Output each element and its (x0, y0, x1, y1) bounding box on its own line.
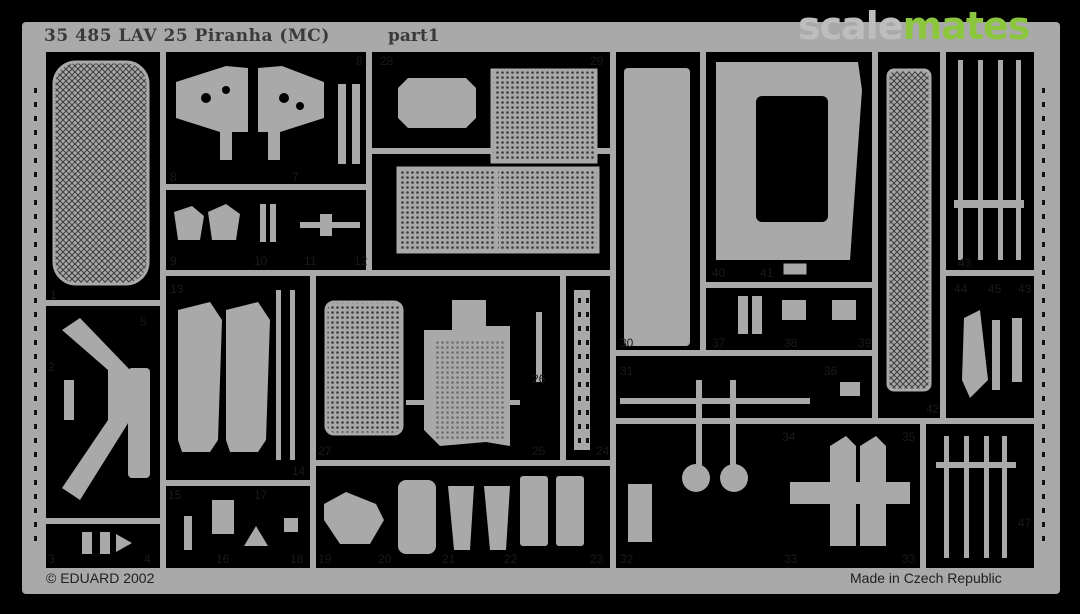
parts-15-18 (184, 500, 298, 550)
part-number-label: 36 (824, 364, 838, 378)
fret-title: 35 485 LAV 25 Piranha (MC) (44, 26, 330, 46)
part-number-label: 45 (988, 282, 1002, 296)
part-1-mesh-panel (52, 60, 150, 286)
part-number-label: 1 (50, 288, 57, 302)
part-number-label: 28 (380, 54, 394, 68)
parts-37-39 (738, 296, 860, 396)
part-number-label: 17 (254, 488, 268, 502)
part-number-label: 32 (620, 552, 634, 566)
part-number-label: 13 (170, 282, 184, 296)
part-number-label: 11 (304, 254, 317, 268)
scalemates-watermark: scalemates (798, 4, 1030, 48)
part-number-label: 7 (292, 170, 299, 184)
part-8-7-plates (176, 66, 360, 164)
part-number-label: 14 (292, 464, 306, 478)
part-number-label: 39 (858, 336, 872, 350)
parts-19-23 (324, 476, 584, 554)
part-number-label: 43 (1018, 282, 1032, 296)
part-number-label: 35 (902, 430, 916, 444)
part-number-label: 37 (712, 336, 726, 350)
part-number-label: 4 (144, 552, 151, 566)
part-number-label: 30 (620, 336, 634, 350)
part-number-label: 26 (532, 372, 546, 386)
part-3-4 (82, 532, 132, 554)
part-number-label: 33 (784, 552, 798, 566)
part-number-label: 44 (954, 282, 968, 296)
part-number-label: 8 (170, 170, 177, 184)
part-number-label: 43 (958, 256, 972, 270)
part-number-label: 40 (712, 266, 726, 280)
part-number-label: 19 (318, 552, 332, 566)
part-number-label: 47 (1018, 516, 1032, 530)
part-number-label: 41 (760, 266, 774, 280)
part-27-mesh (324, 300, 404, 436)
part-number-label: 21 (442, 552, 456, 566)
parts-9-12 (174, 204, 360, 242)
part-number-label: 24 (596, 444, 610, 458)
part-5-bracket (62, 318, 150, 500)
fret-part-label: part1 (388, 26, 440, 46)
part-40-41-frame (716, 62, 862, 278)
part-42-mesh (886, 68, 932, 392)
part-number-label: 5 (140, 315, 147, 329)
parts-44-45 (962, 310, 1022, 398)
part-number-label: 18 (290, 552, 304, 566)
parts-31-32 (620, 380, 810, 542)
part-number-label: 12 (354, 254, 368, 268)
part-43-rods (954, 60, 1024, 260)
part-number-label: 34 (782, 430, 796, 444)
part-13-14 (178, 290, 295, 460)
part-number-label: 15 (168, 488, 182, 502)
part-number-label: 9 (170, 254, 177, 268)
part-number-label: 20 (378, 552, 392, 566)
part-number-label: 25 (532, 444, 546, 458)
part-number-label: 27 (318, 444, 332, 458)
part-number-label: 23 (590, 552, 604, 566)
part-30 (624, 68, 690, 346)
part-number-label: 3 (48, 552, 55, 566)
part-number-label: 31 (620, 364, 634, 378)
origin-text: Made in Czech Republic (850, 570, 1002, 586)
part-number-label: 16 (216, 552, 230, 566)
part-number-label: 2 (48, 360, 55, 374)
parts-33-35 (790, 436, 910, 546)
part-number-label: 38 (784, 336, 798, 350)
part-number-label: 10 (254, 254, 268, 268)
part-28 (398, 78, 476, 128)
part-number-label: 33 (902, 552, 916, 566)
part-29-mesh (490, 68, 598, 164)
part-47-rods (936, 436, 1016, 558)
part-number-label: 29 (590, 54, 604, 68)
part-number-label: 22 (504, 552, 518, 566)
copyright-text: © EDUARD 2002 (46, 570, 155, 586)
part-number-label: 8 (356, 54, 363, 68)
part-number-label: 42 (926, 402, 940, 416)
